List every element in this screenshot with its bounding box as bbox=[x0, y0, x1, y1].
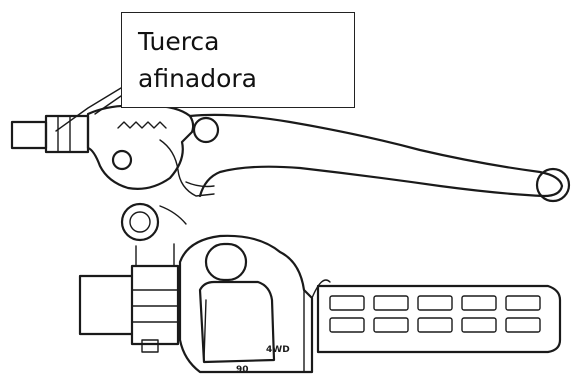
clamp-bracket bbox=[130, 243, 180, 353]
pivot-bolt bbox=[192, 116, 220, 144]
grip bbox=[316, 284, 562, 354]
lever-perch bbox=[86, 104, 215, 197]
lever-blade bbox=[188, 113, 564, 198]
switch-housing bbox=[178, 234, 331, 374]
callout-leader-line bbox=[55, 87, 122, 132]
lever-ball-end bbox=[535, 167, 571, 203]
switch-mark-right: 4WD bbox=[266, 345, 290, 355]
callout-label: Tuerca afinadora bbox=[138, 23, 257, 97]
callout-label-line1: Tuerca bbox=[138, 27, 220, 56]
cable-adjuster bbox=[10, 114, 90, 154]
switch-mark-left: 90 bbox=[236, 365, 249, 375]
handlebar-tube bbox=[78, 274, 134, 336]
callout-leader-line-2 bbox=[94, 95, 122, 115]
callout-label-line2: afinadora bbox=[138, 64, 257, 93]
callout-box: Tuerca afinadora bbox=[121, 12, 355, 108]
mounting-clamp bbox=[120, 202, 187, 242]
